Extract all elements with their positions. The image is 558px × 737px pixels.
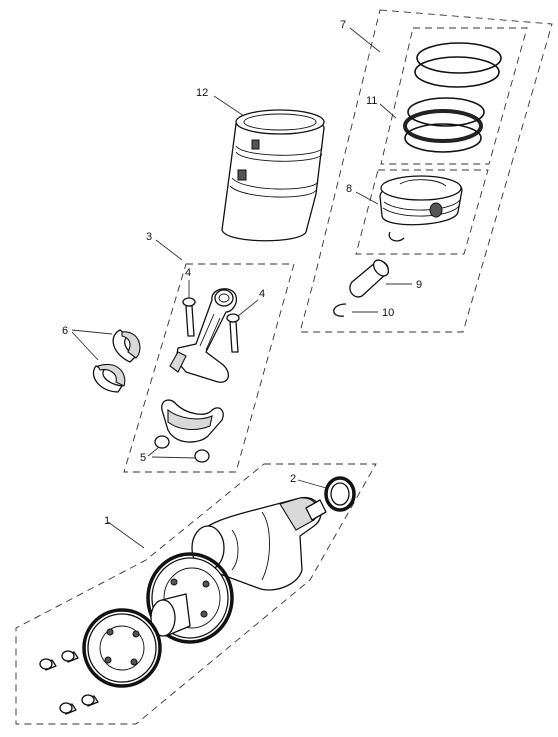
- callout-labels: 1 2 3 4 4 5 6 7 8 9 10 11 12: [62, 19, 422, 527]
- circlip: [333, 303, 347, 317]
- callout-5: 5: [140, 452, 146, 464]
- connecting-rod-outline: [123, 263, 295, 473]
- cylinder-liner: [221, 109, 325, 242]
- leader-lines: [71, 27, 412, 549]
- gudgeon-pin: [349, 259, 390, 298]
- piston-rings: [403, 42, 502, 153]
- gear-bolts: [39, 650, 99, 715]
- callout-6: 6: [62, 325, 68, 337]
- connecting-rod: [154, 288, 240, 463]
- crank-gear: [82, 608, 162, 688]
- callout-1: 1: [104, 515, 110, 527]
- callout-3: 3: [146, 231, 152, 243]
- piston-outline: [355, 169, 489, 255]
- callout-4-right: 4: [259, 288, 265, 300]
- needle-bearing: [324, 476, 356, 512]
- callout-7: 7: [340, 19, 346, 31]
- callout-9: 9: [416, 279, 422, 291]
- group-outlines: [15, 9, 553, 725]
- bearing-shells: [92, 329, 141, 393]
- piston-group-outline: [299, 9, 553, 333]
- callout-10: 10: [382, 307, 394, 319]
- crankshaft-outline: [15, 463, 377, 725]
- callout-4-left: 4: [185, 267, 191, 279]
- callout-8: 8: [346, 183, 352, 195]
- crankshaft: [146, 496, 327, 644]
- piston: [379, 175, 463, 242]
- ring-set-outline: [380, 27, 528, 165]
- callout-11: 11: [366, 95, 377, 107]
- callout-12: 12: [196, 87, 208, 99]
- callout-2: 2: [290, 473, 296, 485]
